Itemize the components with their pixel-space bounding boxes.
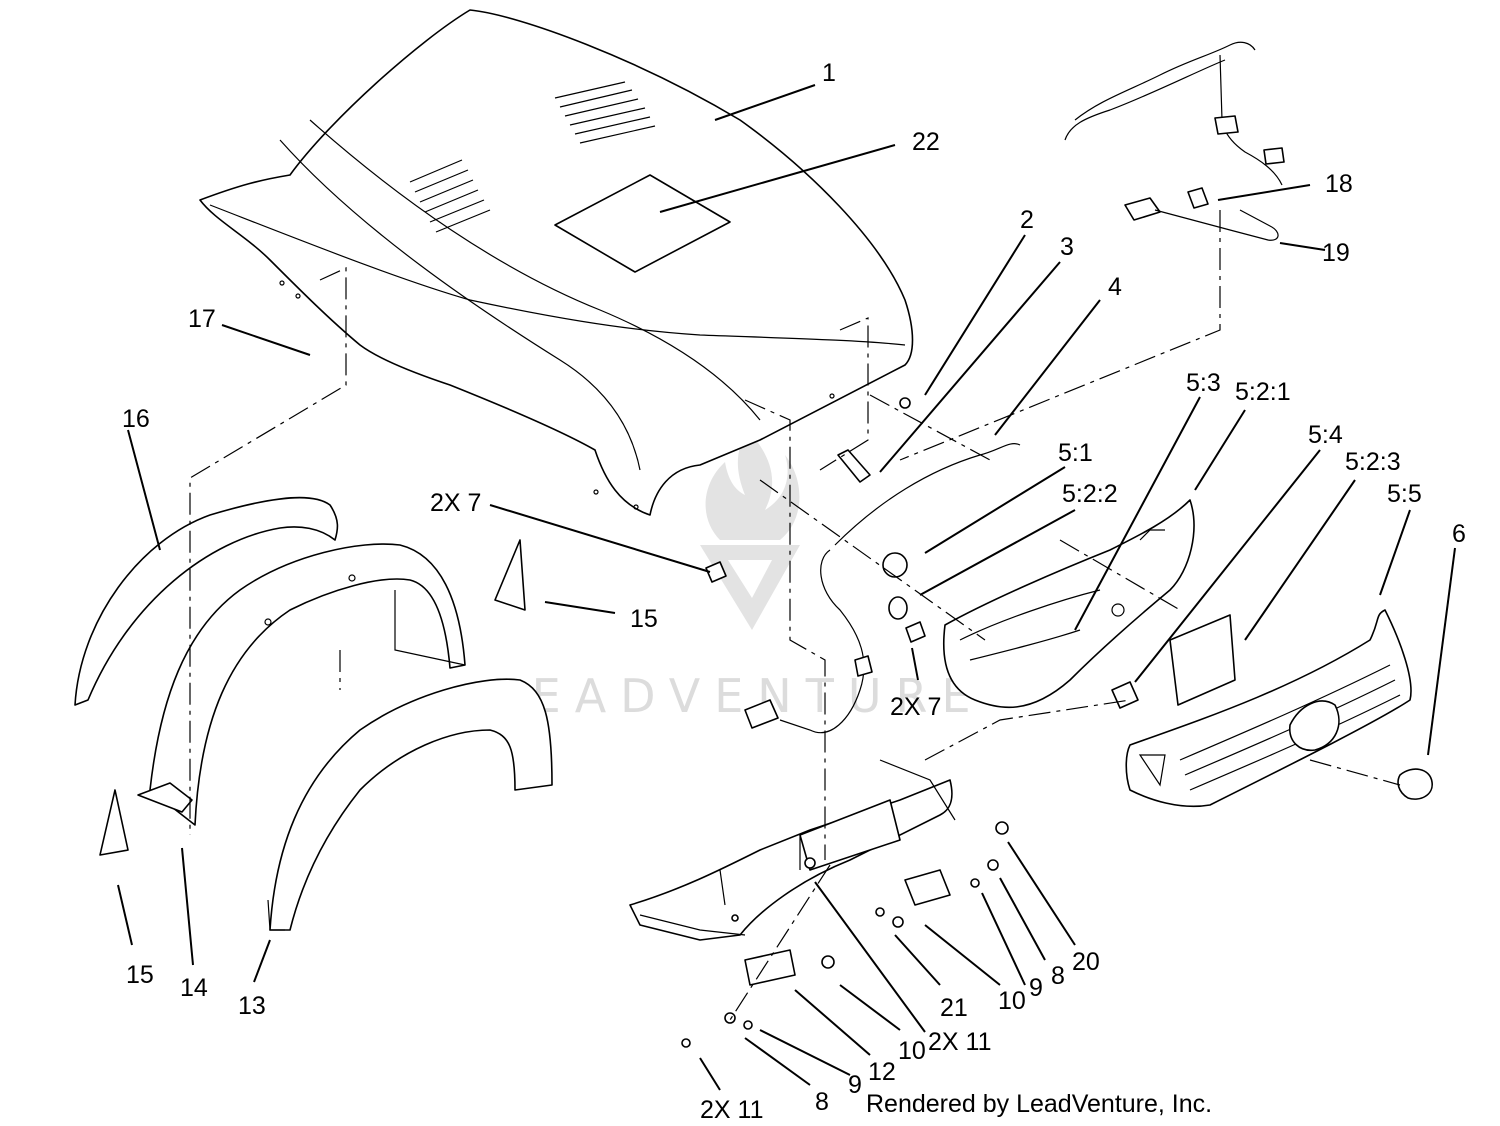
hood-decal <box>554 174 731 273</box>
hinge-plate-3 <box>837 449 871 483</box>
callout-5-2-1: 5:2:1 <box>1235 378 1291 406</box>
callout-13: 13 <box>238 992 266 1020</box>
lens-5-2-3 <box>1169 614 1236 706</box>
callout-22: 22 <box>912 128 940 156</box>
hood-mount-bracket <box>629 759 956 986</box>
fender-pad-15a <box>494 539 526 611</box>
hardware <box>681 821 1009 1048</box>
callout-3: 3 <box>1060 233 1074 261</box>
callout-18: 18 <box>1325 170 1353 198</box>
leader-lines <box>117 84 1456 1091</box>
callout-4: 4 <box>1108 273 1122 301</box>
emblem-6 <box>1397 768 1433 800</box>
callout-5-3: 5:3 <box>1186 369 1221 397</box>
leadventure-watermark: LEADVENTURE <box>492 430 985 723</box>
callout-8-left: 8 <box>815 1088 829 1116</box>
callout-5-4: 5:4 <box>1308 421 1343 449</box>
grille-5-5 <box>1125 609 1412 808</box>
explosion-lines <box>189 210 1401 1021</box>
callout-6: 6 <box>1452 520 1466 548</box>
render-credit: Rendered by LeadVenture, Inc. <box>866 1090 1212 1118</box>
watermark-text: LEADVENTURE <box>492 669 985 723</box>
callout-15-upper: 15 <box>630 605 658 633</box>
fender-pad-15b <box>99 789 129 856</box>
callout-5-2-3: 5:2:3 <box>1345 448 1401 476</box>
wiring-harness <box>1064 41 1285 241</box>
callout-2: 2 <box>1020 206 1034 234</box>
callout-2x7-upper: 2X 7 <box>430 489 481 517</box>
callout-labels: 1 22 2 3 4 18 19 17 16 5:3 5:2:1 5:1 5:2… <box>122 59 1466 1124</box>
callout-1: 1 <box>822 59 836 87</box>
headlight-harness <box>779 443 1021 734</box>
callout-21: 21 <box>940 994 968 1022</box>
callout-5-1: 5:1 <box>1058 439 1093 467</box>
callout-5-2-2: 5:2:2 <box>1062 480 1118 508</box>
callout-10-right: 10 <box>998 987 1026 1015</box>
callout-9-right: 9 <box>1029 974 1043 1002</box>
callout-8-right: 8 <box>1051 962 1065 990</box>
hood <box>199 9 914 516</box>
callout-12: 12 <box>868 1058 896 1086</box>
fender-14 <box>137 543 466 826</box>
fender-trim-16 <box>74 496 339 706</box>
callout-15-lower: 15 <box>126 961 154 989</box>
callout-16: 16 <box>122 405 150 433</box>
hood-vents-rear <box>554 81 656 144</box>
callout-19: 19 <box>1322 239 1350 267</box>
headlight-panel <box>943 499 1195 709</box>
callout-9-left: 9 <box>848 1071 862 1099</box>
fender-13 <box>267 678 553 931</box>
screw-2 <box>899 397 911 409</box>
callout-10-left: 10 <box>898 1037 926 1065</box>
callout-2x7-lower: 2X 7 <box>890 693 941 721</box>
callout-2x11-left: 2X 11 <box>700 1096 763 1124</box>
callout-17: 17 <box>188 305 216 333</box>
callout-14: 14 <box>180 974 208 1002</box>
callout-5-5: 5:5 <box>1387 480 1422 508</box>
callout-2x11-right: 2X 11 <box>928 1028 991 1056</box>
hood-vents-front <box>409 159 491 233</box>
callout-20: 20 <box>1072 948 1100 976</box>
